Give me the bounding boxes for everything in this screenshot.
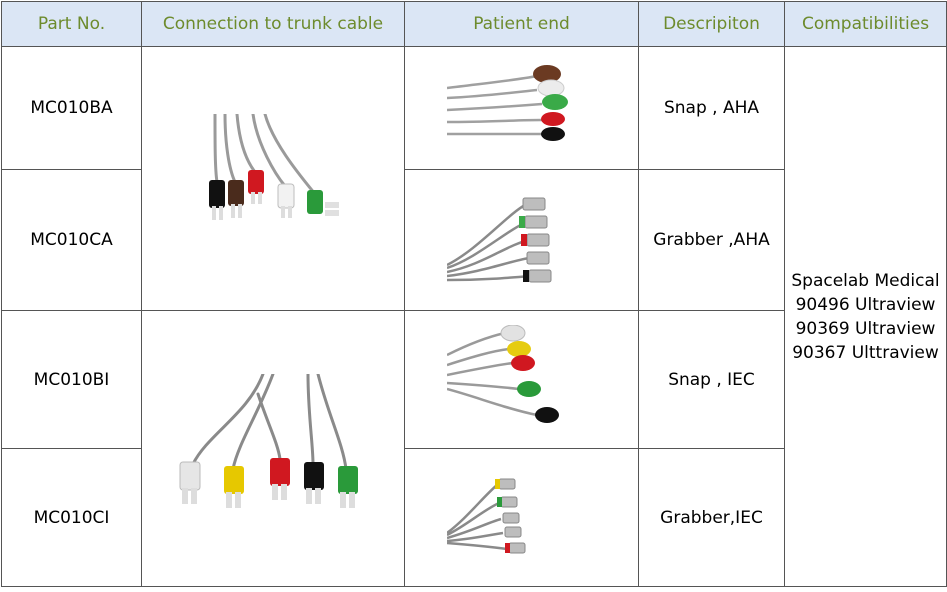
- trunk-connector-iec-image: [141, 310, 405, 587]
- compat-brand: Spacelab Medical: [791, 270, 940, 291]
- iec-connector-illustration: [179, 373, 358, 508]
- patient-end-snap-aha-image: [404, 46, 639, 170]
- header-compatibilities: Compatibilities: [784, 1, 947, 47]
- table-row: MC010CA: [1, 169, 947, 311]
- header-part-no: Part No.: [1, 1, 142, 47]
- description: Grabber ,AHA: [638, 169, 785, 311]
- snap-iec-illustration: [446, 324, 559, 423]
- trunk-connector-aha-image: [141, 46, 405, 311]
- table-row: MC010BI: [1, 310, 947, 587]
- aha-connector-red: [248, 169, 264, 204]
- part-number: MC010CA: [1, 169, 142, 311]
- part-number: MC010BI: [1, 310, 142, 449]
- aha-connector-brown: [228, 179, 244, 218]
- header-connection: Connection to trunk cable: [141, 1, 405, 47]
- grabber-iec-illustration: [446, 478, 525, 553]
- part-number: MC010CI: [1, 448, 142, 587]
- iec-connector-black: [304, 461, 324, 504]
- compatibilities-cell: Spacelab Medical 90496 Ultraview 90369 U…: [784, 46, 947, 587]
- aha-connector-green: [307, 189, 339, 216]
- patient-end-snap-iec-image: [404, 310, 639, 449]
- aha-connector-illustration: [209, 113, 339, 220]
- description: Grabber,IEC: [638, 448, 785, 587]
- table-row: MC010BA: [1, 46, 947, 587]
- description: Snap , AHA: [638, 46, 785, 170]
- aha-connector-black: [209, 179, 225, 220]
- part-number: MC010BA: [1, 46, 142, 170]
- iec-connector-yellow: [224, 465, 244, 508]
- snap-aha-illustration: [446, 65, 568, 141]
- compat-model: 90367 Ulttraview: [792, 342, 939, 363]
- header-patient-end: Patient end: [404, 1, 639, 47]
- iec-connector-red: [270, 457, 290, 500]
- grabber-aha-illustration: [446, 197, 551, 283]
- table-row: MC010CI: [1, 448, 947, 587]
- header-description: Descripiton: [638, 1, 785, 47]
- iec-connector-white: [179, 461, 201, 504]
- compat-model: 90369 Ultraview: [795, 318, 936, 339]
- aha-connector-white: [277, 183, 295, 218]
- header-row: Part No. Connection to trunk cable Patie…: [1, 1, 947, 47]
- iec-connector-green: [338, 465, 358, 508]
- description: Snap , IEC: [638, 310, 785, 449]
- patient-end-grabber-aha-image: [404, 169, 639, 311]
- compat-model: 90496 Ultraview: [795, 294, 936, 315]
- patient-end-grabber-iec-image: [404, 448, 639, 587]
